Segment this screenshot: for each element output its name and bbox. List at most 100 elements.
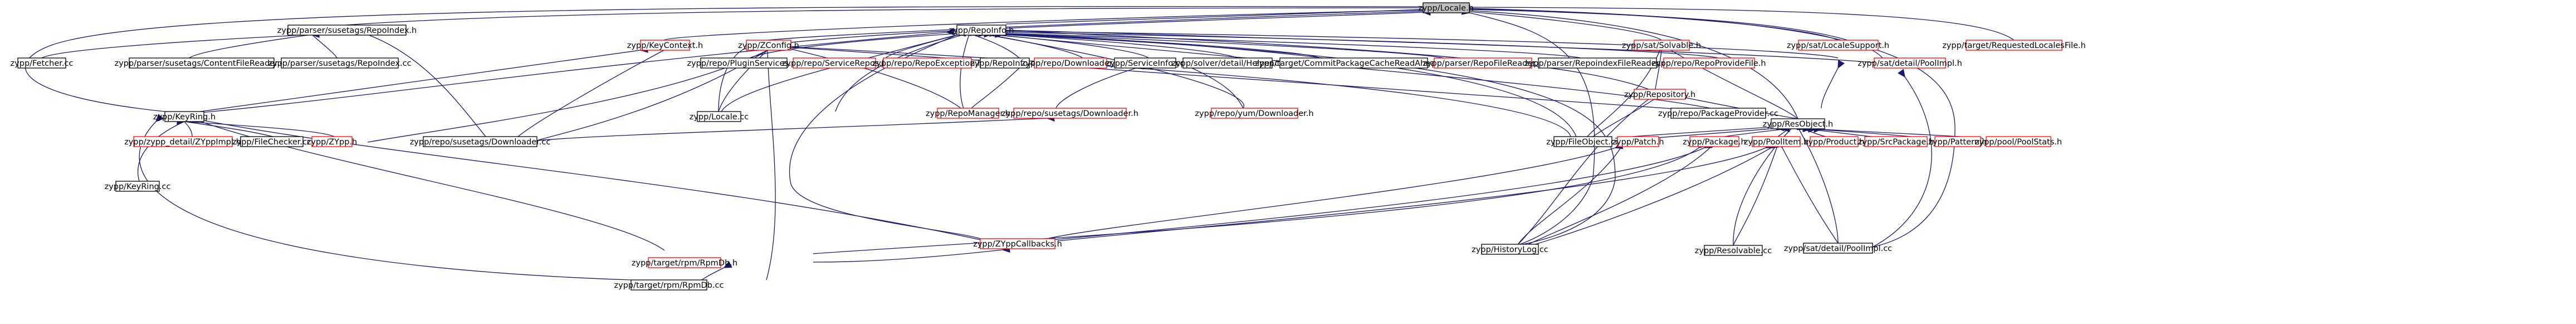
node-label: zypp/Fetcher.cc [11,59,74,68]
node-patch-h[interactable]: zypp/Patch.h [1612,136,1664,147]
edge-root-keycontext [663,10,1423,41]
node-repo-downloader-h[interactable]: zypp/repo/Downloader.h [1021,57,1120,69]
node-repoindexfilereader-cc[interactable]: zypp/parser/RepoindexFileReader.cc [1524,57,1670,69]
node-product-h[interactable]: zypp/Product.h [1804,136,1864,147]
node-susetags-downloader-h[interactable]: zypp/repo/susetags/Downloader.h [1001,108,1138,119]
node-poolstats-h[interactable]: zypp/pool/PoolStats.h [1975,136,2062,147]
node-label: zypp/parser/susetags/RepoIndex.cc [268,59,411,68]
edge-repodownloader-stdownloaderh [1055,68,1136,109]
node-poolitem-h[interactable]: zypp/PoolItem.h [1744,136,1808,147]
node-label: zypp/parser/RepoFileReader.h [1423,59,1542,68]
edge-keyring-filechecker [184,122,273,137]
edge-repoinfo-solvhelper [991,33,1321,59]
node-pluginservices-cc[interactable]: zypp/repo/PluginServices.cc [687,57,800,69]
node-label: zypp/target/rpm/RpmDb.h [632,259,737,268]
node-fileobject-cc[interactable]: zypp/FileObject.cc [1546,136,1620,147]
edge-repoinfo-stdownloaderh [835,35,964,112]
node-repoinfo-cc[interactable]: zypp/RepoInfo.cc [970,57,1039,69]
edge-keyring-zyppimpl [184,122,193,137]
node-filechecker-cc[interactable]: zypp/FileChecker.cc [232,136,311,147]
node-label: zypp/target/RequestedLocalesFile.h [1942,41,2086,50]
node-resolvable-cc[interactable]: zypp/Resolvable.cc [1695,245,1772,256]
edge-stdownloaderh-stdownloadercc [536,118,1047,141]
node-label: zypp/repo/ServiceRepos.h [782,59,887,68]
edge-repoinfo-historylog [1003,35,1616,246]
node-repomanager-h[interactable]: zypp/RepoManager.h [926,108,1010,119]
node-label: zypp/HistoryLog.cc [1472,245,1548,254]
edge-poolitem-historylog [1531,148,1771,246]
edge-patch-zyppcallbacks [1047,148,1615,239]
node-label: zypp/KeyRing.h [153,113,216,122]
node-keyring-h[interactable]: zypp/KeyRing.h [153,111,216,122]
node-repofilereader-h[interactable]: zypp/parser/RepoFileReader.h [1423,57,1543,69]
node-resobject-h[interactable]: zypp/ResObject.h [1763,118,1833,129]
edge-root-historylog [1469,13,1595,246]
node-yum-downloader-h[interactable]: zypp/repo/yum/Downloader.h [1195,108,1314,119]
edge-repoinfo-serviceinfo [986,33,1238,59]
node-repoexception-h[interactable]: zypp/repo/RepoException.h [872,57,983,69]
node-label: zypp/SrcPackage.h [1858,138,1934,147]
node-poolimpl-cc[interactable]: zypp/sat/detail/PoolImpl.cc [1784,243,1892,254]
node-localesupport-h[interactable]: zypp/sat/LocaleSupport.h [1787,40,1889,51]
node-historylog-cc[interactable]: zypp/HistoryLog.cc [1472,244,1548,255]
node-poolimpl-h[interactable]: zypp/sat/detail/PoolImpl.h [1858,57,1962,69]
node-solver-helper-cc[interactable]: zypp/solver/detail/Helper.cc [1171,57,1284,69]
node-repository-h[interactable]: zypp/Repository.h [1624,89,1695,100]
node-label: zypp/parser/susetags/ContentFileReader.c… [115,59,289,68]
edge-repoindex-fetcher [41,35,312,59]
node-srcpackage-h[interactable]: zypp/SrcPackage.h [1858,136,1934,147]
node-rpmdb-h[interactable]: zypp/target/rpm/RpmDb.h [632,257,737,268]
edge-rpmdbh-rpmdbcc [701,268,724,281]
node-zyppimpl-h[interactable]: zypp/zypp_detail/ZYppImpl.h [124,136,241,147]
node-repoindex-h[interactable]: zypp/parser/susetags/RepoIndex.h [277,25,417,36]
edge-keyring-zyppcallbacks [201,120,981,240]
node-keyring-cc[interactable]: zypp/KeyRing.cc [105,181,171,192]
node-label: zypp/FileChecker.cc [232,138,311,147]
edge-package-rpmdbh [813,148,1699,254]
edge-root-poolimplh [1469,9,1889,67]
edge-keycontext-stdownloadercc [517,50,664,137]
edge-poolimplh-poolimplcc [1872,77,1932,248]
node-requestedlocales-h[interactable]: zypp/target/RequestedLocalesFile.h [1942,40,2086,51]
edge-zconfig-localecc [718,50,768,112]
node-repoprovidefile-h[interactable]: zypp/repo/RepoProvideFile.h [1651,57,1766,69]
node-zyppcallbacks-h[interactable]: zypp/ZYppCallbacks.h [973,238,1062,249]
edge-zyppcallbacks-rpmdbh [813,250,1003,263]
edge-poolitem-resolvable [1733,148,1777,246]
node-servicerepos-h[interactable]: zypp/repo/ServiceRepos.h [782,57,887,69]
node-label: zypp/Product.h [1804,138,1864,147]
edge-keycontext-keyring [200,50,641,112]
node-label: zypp/parser/susetags/RepoIndex.h [277,26,417,35]
node-label: zypp/target/rpm/RpmDb.cc [614,281,724,290]
node-locale-cc[interactable]: zypp/Locale.cc [690,111,749,122]
node-locale-h[interactable]: zypp/Locale.h [1418,2,1474,13]
node-fetcher-cc[interactable]: zypp/Fetcher.cc [11,57,74,69]
node-package-h[interactable]: zypp/Package.h [1683,136,1746,147]
node-label: zypp/solver/detail/Helper.cc [1171,59,1283,68]
node-label: zypp/RepoInfo.h [949,26,1014,35]
edge-package-zyppcallbacks [1052,148,1704,240]
node-label: zypp/repo/yum/Downloader.h [1195,109,1313,118]
node-solvable-h[interactable]: zypp/sat/Solvable.h [1622,40,1701,51]
node-label: zypp/target/CommitPackageCacheReadAhead.… [1255,59,1452,68]
edge-repoinfo-fileobject [1006,33,1577,137]
node-label: zypp/Locale.cc [690,113,749,122]
edge-zconfig-rpmdbcc [766,50,776,281]
node-contentfilereader-cc[interactable]: zypp/parser/susetags/ContentFileReader.c… [115,57,289,69]
node-rpmdb-cc[interactable]: zypp/target/rpm/RpmDb.cc [614,279,724,291]
node-pattern-h[interactable]: zypp/Pattern.h [1928,136,1987,147]
edge-zconfig-stdownloadercc [536,50,768,141]
node-serviceinfo-cc[interactable]: zypp/ServiceInfo.cc [1106,57,1185,69]
edge-resobject-poolimplcc [1799,129,1839,244]
node-repoindex-cc[interactable]: zypp/parser/susetags/RepoIndex.cc [268,57,412,69]
node-susetags-downloader-cc[interactable]: zypp/repo/susetags/Downloader.cc [410,136,551,147]
node-label: zypp/repo/PluginServices.cc [687,59,800,68]
node-keycontext-h[interactable]: zypp/KeyContext.h [627,40,703,51]
node-zypp-h[interactable]: zypp/ZYpp.h [307,136,357,147]
node-commitcache-cc[interactable]: zypp/target/CommitPackageCacheReadAhead.… [1255,57,1452,69]
node-repoinfo-h[interactable]: zypp/RepoInfo.h [949,25,1014,36]
edge-poolitem-zyppcallbacks [1058,148,1766,241]
node-zconfig-h[interactable]: zypp/ZConfig.h [738,40,799,51]
node-packageprovider-cc[interactable]: zypp/repo/PackageProvider.cc [1658,108,1778,119]
node-label: zypp/RepoManager.h [926,109,1010,118]
